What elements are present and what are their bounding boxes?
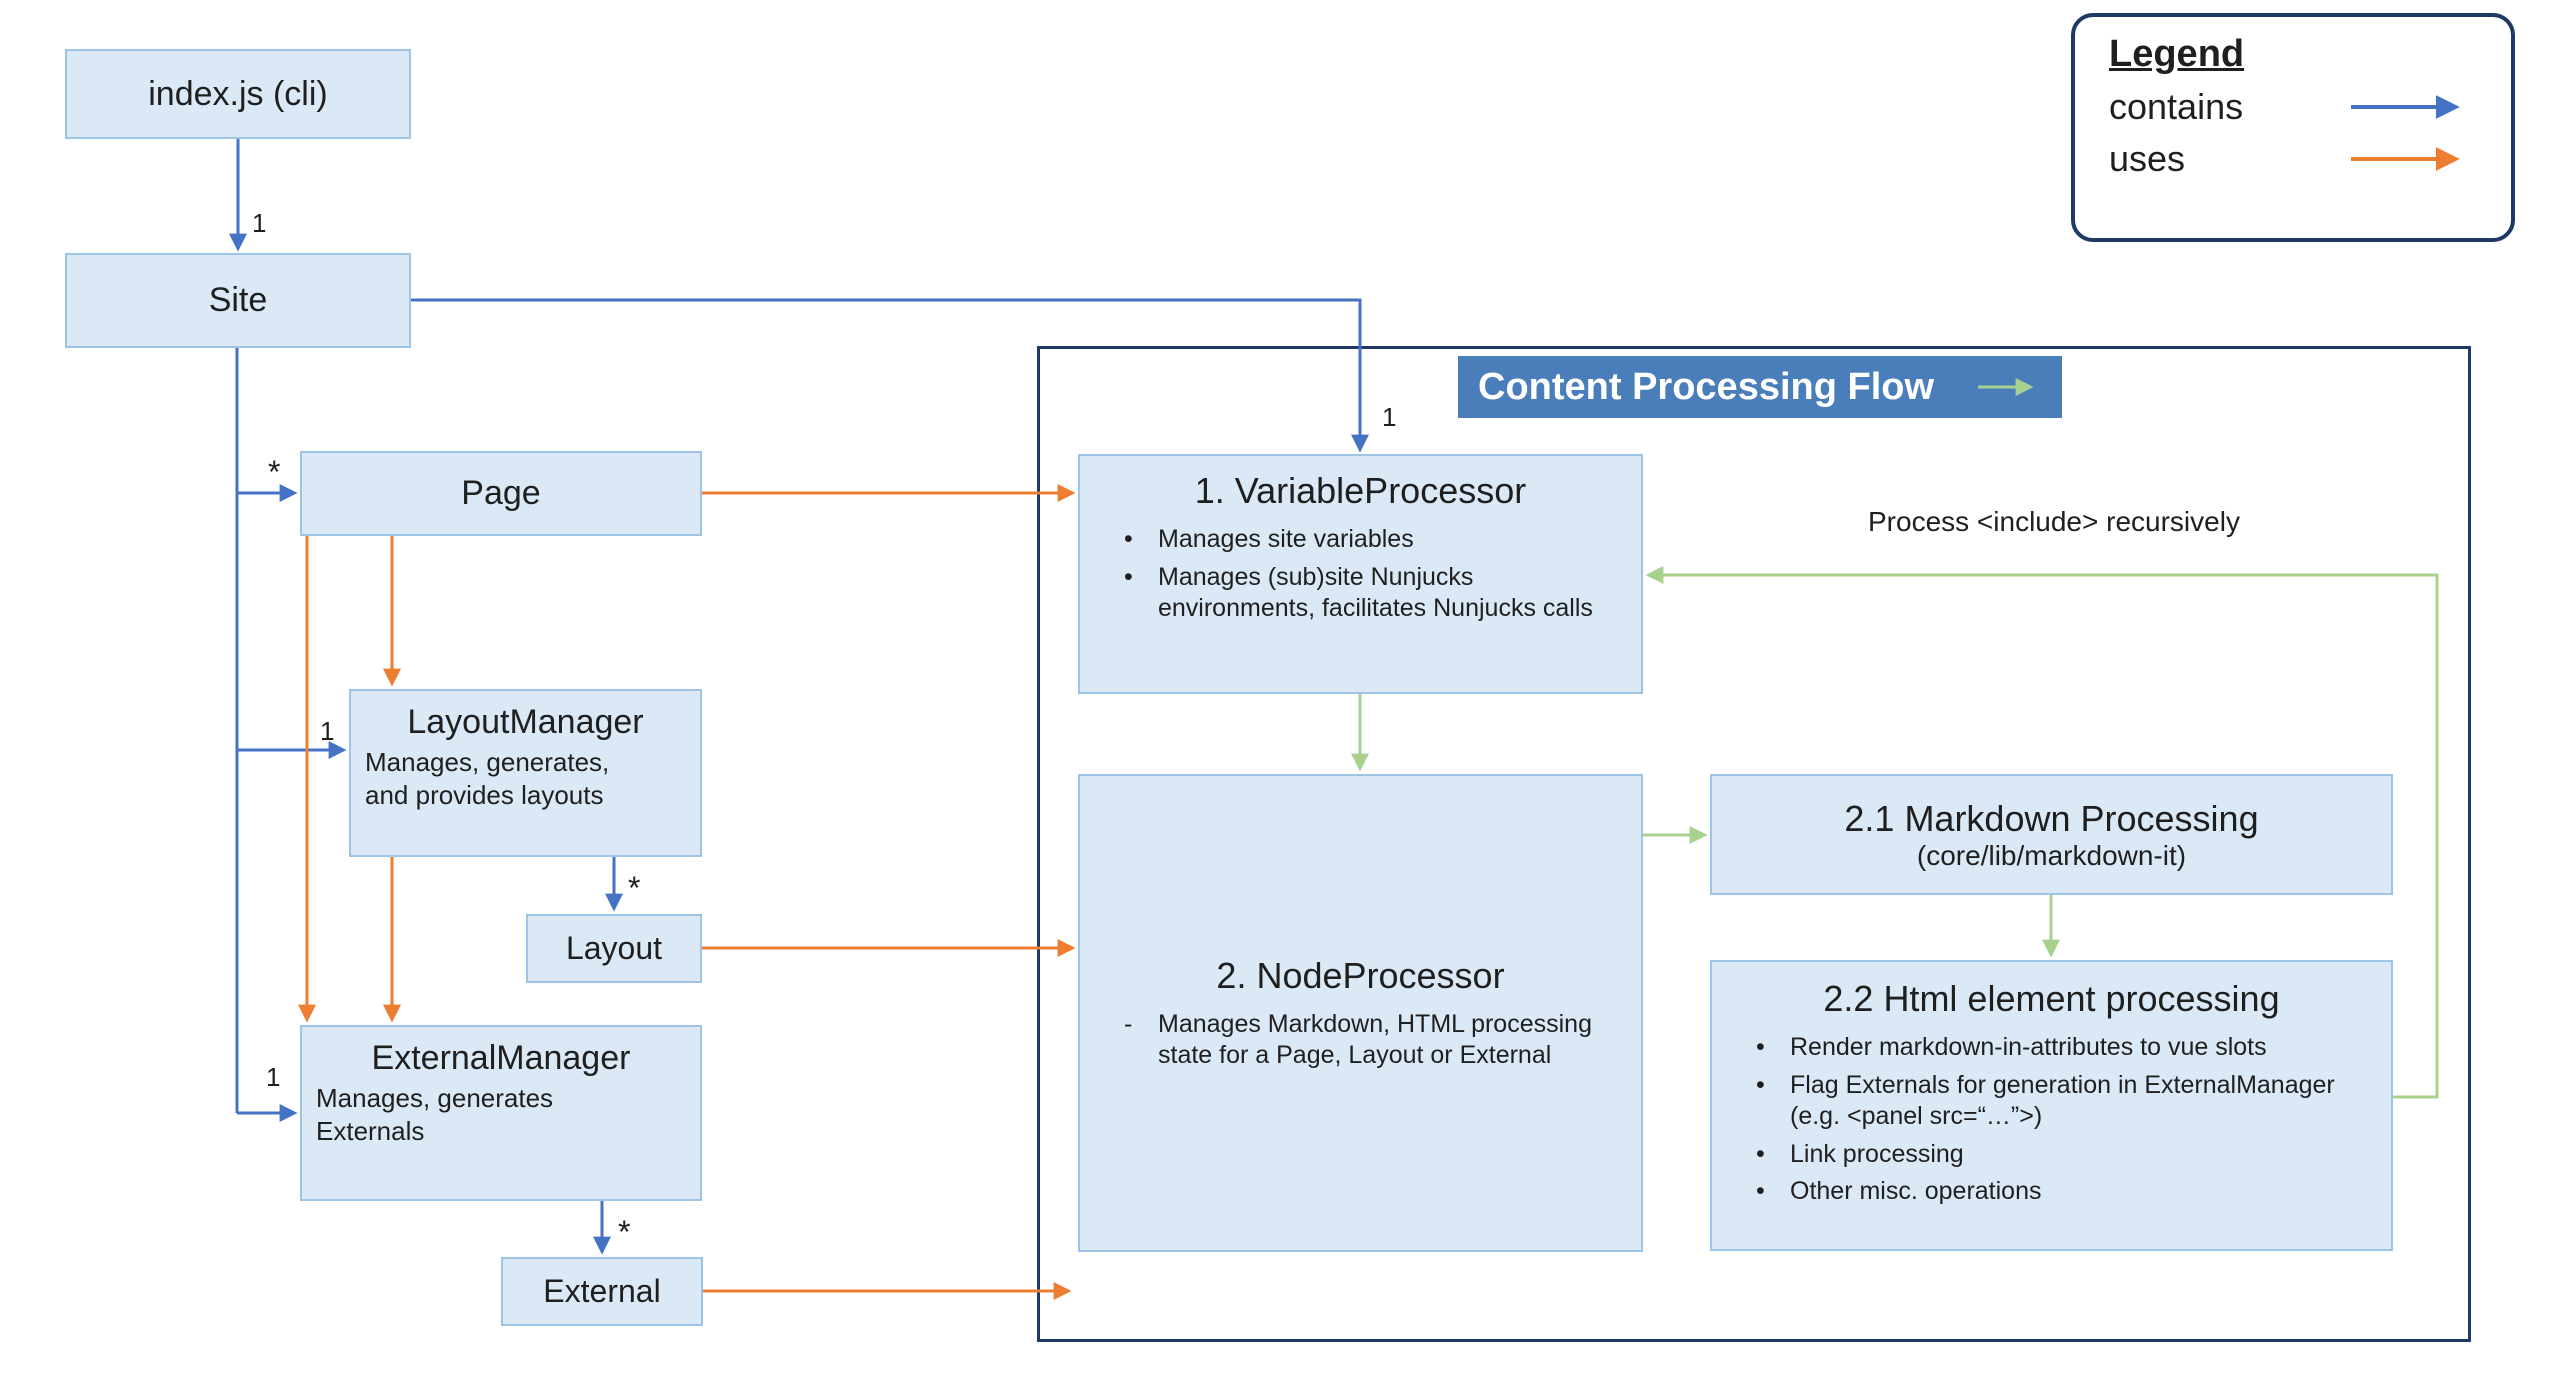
legend-contains-label: contains <box>2109 86 2244 127</box>
node-node-processor-title: 2. NodeProcessor <box>1216 954 1505 996</box>
node-markdown-processing: 2.1 Markdown Processing (core/lib/markdo… <box>1710 774 2393 895</box>
node-page-title: Page <box>461 474 541 512</box>
multiplicity-layout-manager: 1 <box>320 716 335 746</box>
node-layout-manager-desc: Manages, generates, and provides layouts <box>365 747 610 810</box>
content-processing-flow-header: Content Processing Flow <box>1458 356 2062 418</box>
multiplicity-external-manager: 1 <box>266 1062 281 1092</box>
content-processing-flow-frame <box>1037 346 2471 1342</box>
node-html-processing-title: 2.2 Html element processing <box>1823 978 2280 1019</box>
multiplicity-variable-processor: 1 <box>1382 402 1397 432</box>
bullet-item: Manages (sub)site Nunjucks environments,… <box>1120 562 1615 625</box>
process-include-note: Process <include> recursively <box>1868 506 2240 537</box>
bullet-item: Manages site variables <box>1120 524 1615 556</box>
contains-arrow-icon <box>2351 95 2460 119</box>
node-markdown-processing-subtitle: (core/lib/markdown-it) <box>1916 839 2187 871</box>
uses-arrow-icon <box>2351 147 2460 171</box>
legend: Legend contains uses <box>2071 13 2515 242</box>
legend-uses-label: uses <box>2109 138 2186 179</box>
html-processing-bullets: Render markdown-in-attributes to vue slo… <box>1722 1020 2381 1208</box>
variable-processor-bullets: Manages site variables Manages (sub)site… <box>1090 512 1631 625</box>
node-layout: Layout <box>526 914 702 983</box>
multiplicity-site: 1 <box>252 208 267 238</box>
node-index-js: index.js (cli) <box>65 49 411 139</box>
node-external-manager: ExternalManager Manages, generates Exter… <box>300 1025 702 1201</box>
legend-item-contains: contains <box>2109 86 2477 128</box>
node-node-processor: 2. NodeProcessor Manages Markdown, HTML … <box>1078 774 1643 1252</box>
frame-title: Content Processing Flow <box>1478 365 1935 408</box>
node-processor-bullets: Manages Markdown, HTML processing state … <box>1090 997 1631 1072</box>
bullet-item: Link processing <box>1752 1139 2365 1171</box>
flow-arrow-icon <box>1978 378 2034 396</box>
node-variable-processor: 1. VariableProcessor Manages site variab… <box>1078 454 1643 694</box>
bullet-item: Manages Markdown, HTML processing state … <box>1120 1009 1615 1072</box>
multiplicity-external: * <box>618 1214 631 1250</box>
bullet-item: Flag Externals for generation in Externa… <box>1752 1070 2365 1133</box>
node-layout-manager: LayoutManager Manages, generates, and pr… <box>349 689 702 857</box>
node-variable-processor-title: 1. VariableProcessor <box>1194 470 1527 511</box>
node-external-manager-title: ExternalManager <box>371 1039 631 1077</box>
node-external: External <box>501 1257 703 1326</box>
node-external-manager-desc: Manages, generates Externals <box>316 1083 554 1146</box>
bullet-item: Render markdown-in-attributes to vue slo… <box>1752 1032 2365 1064</box>
node-layout-manager-title: LayoutManager <box>407 703 644 741</box>
legend-item-uses: uses <box>2109 138 2477 180</box>
node-markdown-processing-title: 2.1 Markdown Processing <box>1844 797 2259 839</box>
node-external-title: External <box>543 1273 661 1309</box>
bullet-item: Other misc. operations <box>1752 1176 2365 1208</box>
multiplicity-page: * <box>268 454 281 490</box>
legend-title: Legend <box>2109 33 2245 75</box>
node-site: Site <box>65 253 411 348</box>
node-site-title: Site <box>208 281 268 319</box>
node-index-js-title: index.js (cli) <box>148 74 328 113</box>
node-page: Page <box>300 451 702 536</box>
multiplicity-layout: * <box>628 870 641 906</box>
node-html-processing: 2.2 Html element processing Render markd… <box>1710 960 2393 1251</box>
node-layout-title: Layout <box>565 930 663 966</box>
